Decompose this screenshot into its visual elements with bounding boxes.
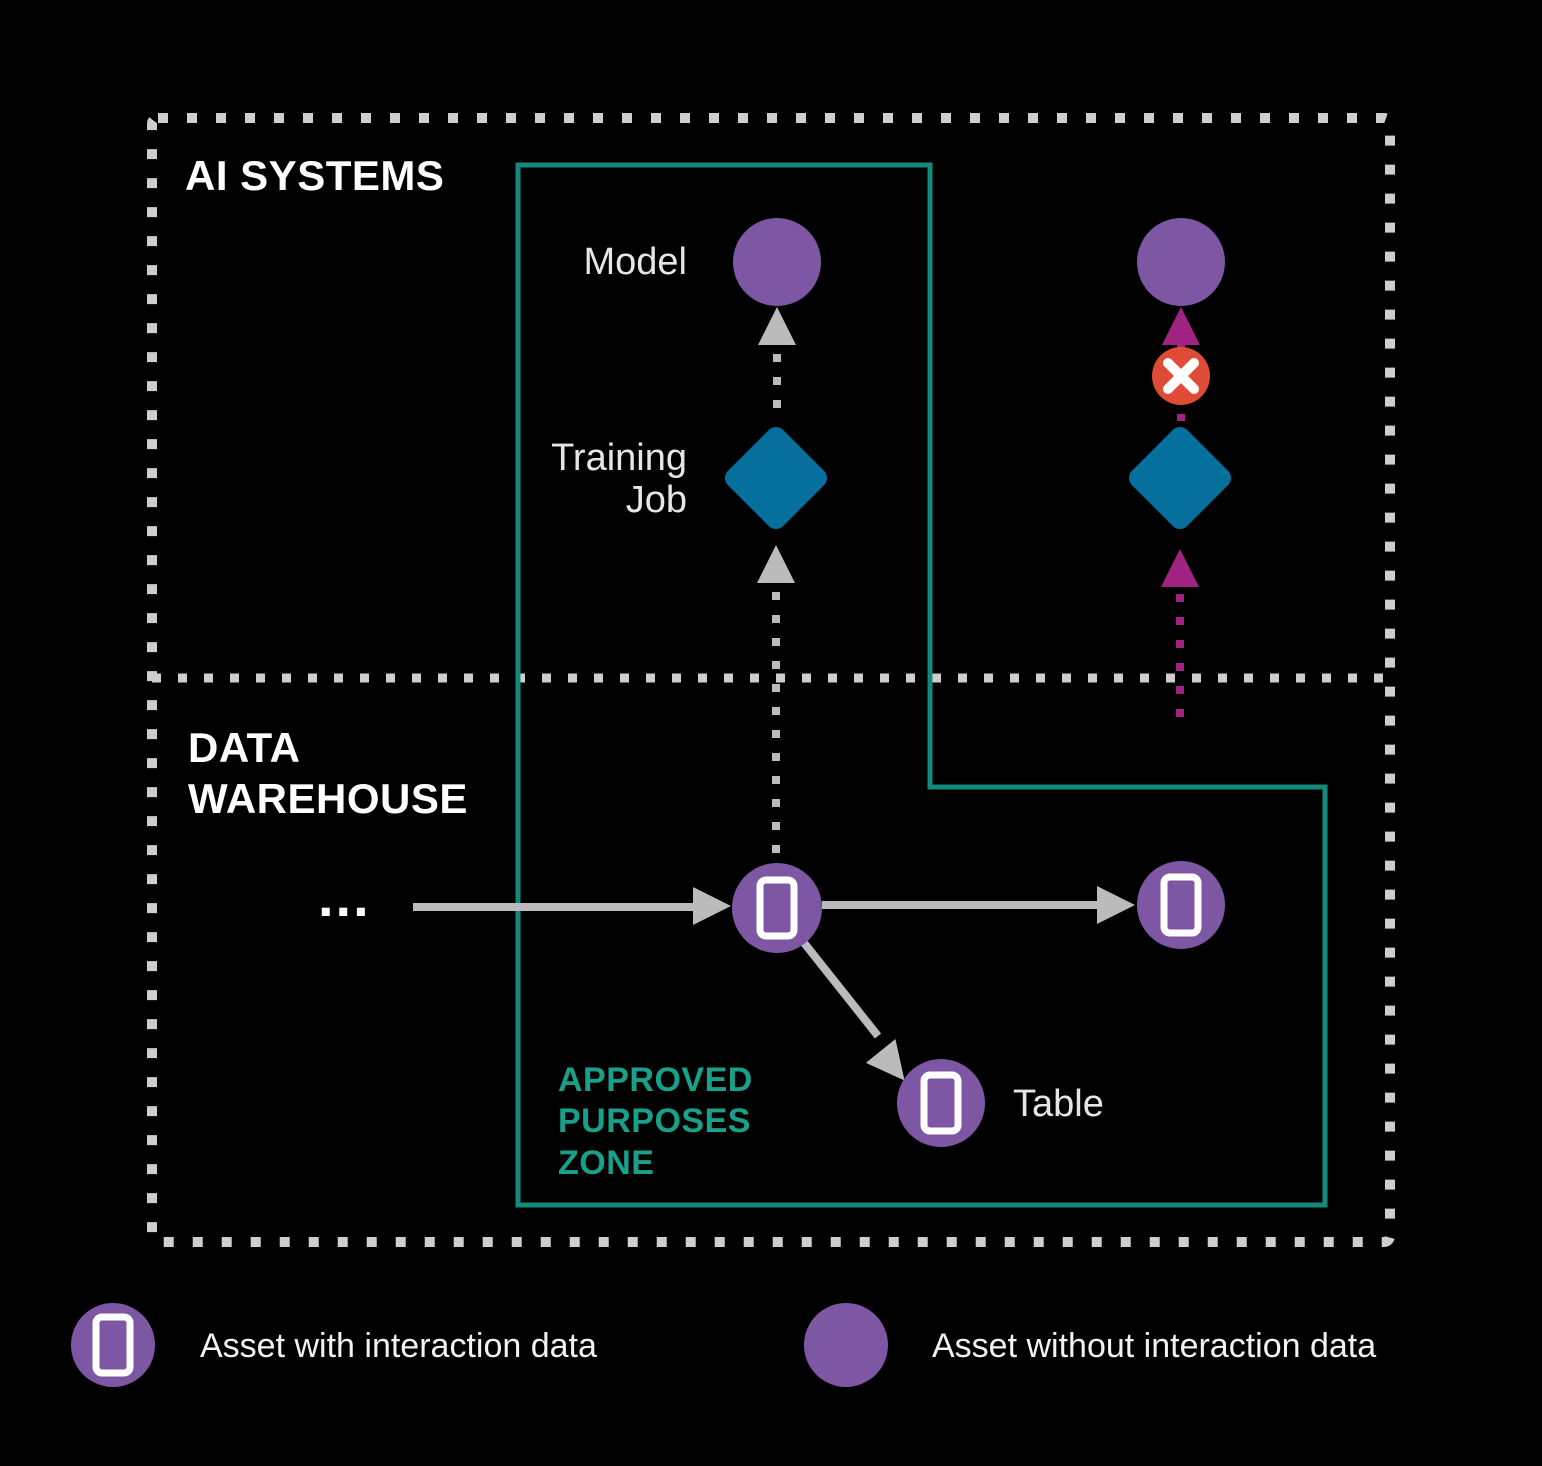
model-node-right: [1137, 218, 1225, 306]
training-job-diamond-right: [1128, 426, 1232, 530]
arrowhead-into-asset: [693, 887, 731, 925]
approved-purposes-zone-border: [515, 162, 1328, 1208]
arrowhead-into-right-asset: [1097, 886, 1135, 924]
model-label: Model: [583, 241, 688, 283]
blocked-arrowhead-to-trainingjob: [1161, 549, 1199, 587]
interaction-data-icon: [920, 1071, 962, 1135]
asset-node-in-zone: [732, 863, 822, 953]
upstream-ellipsis: ...: [318, 865, 371, 928]
interaction-data-icon: [756, 876, 798, 940]
table-label: Table: [1013, 1083, 1104, 1125]
interaction-data-icon: [92, 1313, 134, 1377]
training-job-label: Training Job: [551, 437, 687, 521]
arrowhead-into-table: [865, 1039, 905, 1081]
interaction-data-icon: [1160, 873, 1202, 937]
training-job-diamond-left: [724, 426, 828, 530]
arrowhead-to-model: [758, 307, 796, 345]
model-node-left: [733, 218, 821, 306]
flow-line-asset-to-table: [797, 936, 882, 1039]
table-node: [897, 1059, 985, 1147]
asset-node-right: [1137, 861, 1225, 949]
legend-with-interaction-label: Asset with interaction data: [200, 1327, 597, 1365]
ai-systems-zone-label: AI SYSTEMS: [185, 152, 445, 199]
approved-purposes-zone-label: APPROVED PURPOSES ZONE: [558, 1061, 753, 1182]
data-warehouse-zone-label: DATA WAREHOUSE: [188, 724, 468, 823]
arrowhead-to-trainingjob: [757, 545, 795, 583]
blocked-arrowhead-to-model: [1162, 307, 1200, 345]
legend-asset-with-interaction-icon: [71, 1303, 155, 1387]
legend-without-interaction-label: Asset without interaction data: [932, 1327, 1377, 1365]
legend-asset-without-interaction-icon: [804, 1303, 888, 1387]
